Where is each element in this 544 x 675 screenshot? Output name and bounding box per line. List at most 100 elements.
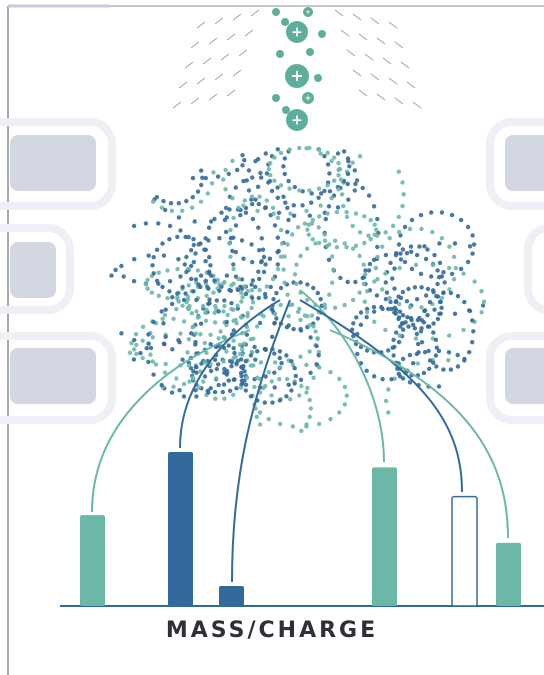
protein-dot (357, 230, 363, 235)
spray-arrow (412, 101, 422, 109)
protein-dot (261, 385, 266, 391)
spray-arrow (334, 9, 344, 17)
protein-dot (400, 356, 406, 362)
protein-dot (277, 355, 282, 361)
protein-dot (409, 317, 414, 323)
protein-dot (452, 311, 458, 316)
protein-dot (446, 350, 452, 355)
protein-dot (231, 338, 236, 343)
protein-dot (383, 252, 389, 258)
protein-dot (411, 361, 416, 366)
protein-dot (205, 191, 210, 196)
protein-dot (311, 324, 316, 329)
protein-dot (400, 289, 406, 295)
protein-dot (282, 171, 287, 177)
protein-dot (436, 384, 442, 389)
protein-dot (161, 341, 167, 346)
protein-dot (270, 276, 276, 282)
protein-dot (171, 316, 176, 321)
protein-dot (231, 266, 236, 272)
protein-dot (293, 373, 298, 379)
protein-dot (397, 229, 402, 235)
protein-dot (121, 274, 126, 279)
protein-dot (461, 271, 466, 276)
protein-dot (231, 307, 236, 312)
protein-dot (202, 247, 207, 252)
protein-dot (150, 359, 155, 364)
spray-arrow (178, 81, 188, 89)
protein-dot (146, 332, 151, 337)
protein-dot (170, 347, 175, 352)
protein-dot (199, 168, 204, 173)
protein-dot (292, 184, 297, 190)
spray-arrow (214, 73, 224, 81)
protein-dot (462, 299, 467, 305)
protein-dot (206, 225, 212, 230)
protein-dot (212, 320, 218, 325)
protein-dot (372, 279, 377, 284)
protein-dot (214, 376, 219, 381)
protein-dot (186, 306, 191, 312)
protein-dot (435, 294, 441, 299)
protein-dot (227, 241, 232, 246)
protein-dot (325, 211, 330, 216)
protein-dot (404, 251, 410, 256)
protein-dot (405, 315, 410, 320)
protein-dot (479, 310, 484, 315)
protein-dot (240, 295, 245, 300)
protein-dot (337, 376, 342, 382)
protein-dot (263, 374, 268, 379)
protein-dot (269, 379, 274, 384)
protein-dot (228, 254, 233, 259)
protein-dot (176, 257, 181, 262)
protein-dot (305, 282, 310, 287)
protein-dot (353, 243, 359, 248)
protein-dot (266, 166, 271, 172)
protein-dot (415, 361, 421, 366)
spray-arrow (406, 81, 416, 89)
protein-dot (236, 205, 241, 210)
protein-dot (200, 175, 205, 180)
protein-dot (260, 247, 266, 252)
protein-dot (290, 302, 295, 307)
protein-dot (417, 244, 422, 249)
protein-dot (276, 210, 282, 215)
protein-dot (358, 310, 364, 315)
protein-dot (412, 285, 418, 290)
protein-dot (386, 387, 391, 392)
protein-dot (304, 424, 309, 429)
protein-dot (389, 306, 394, 312)
protein-dot (109, 273, 114, 278)
protein-dot (286, 382, 291, 387)
protein-dot (380, 287, 385, 292)
protein-dot (241, 256, 246, 261)
protein-dot (140, 338, 145, 343)
protein-dot (447, 333, 452, 338)
protein-dot (297, 145, 302, 151)
protein-dot (372, 222, 377, 227)
protein-dot (425, 313, 430, 318)
protein-dot (224, 368, 230, 374)
protein-dot (309, 191, 314, 196)
protein-dot (151, 271, 156, 276)
protein-dot (281, 267, 286, 272)
protein-dot (441, 270, 446, 275)
protein-dot (437, 241, 442, 246)
protein-dot (431, 330, 436, 335)
protein-dot (328, 416, 333, 422)
protein-dot (189, 276, 194, 282)
protein-dot (448, 290, 454, 296)
protein-dot (371, 204, 377, 209)
protein-dot (275, 262, 280, 267)
protein-dot (195, 268, 201, 273)
protein-dot (363, 272, 368, 277)
protein-dot (274, 290, 279, 296)
protein-dot (298, 377, 304, 382)
protein-dot (332, 178, 337, 183)
protein-dot (318, 297, 323, 302)
protein-dot (263, 262, 268, 267)
protein-dot (175, 266, 180, 272)
protein-dot (167, 279, 173, 284)
protein-dot (206, 301, 211, 307)
protein-dot (270, 334, 275, 339)
